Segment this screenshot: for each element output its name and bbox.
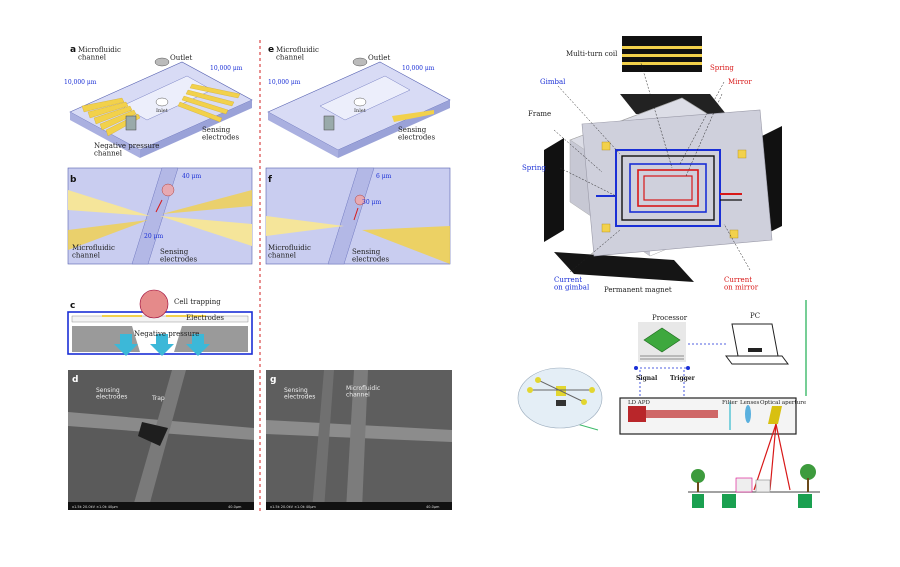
panel-b-dim-2: 20 μm [144,233,163,240]
panel-g-footer-right: 40.0μm [426,505,440,509]
scanning-mirror [768,406,782,424]
lidar-system-svg: Processor PC Signal Trigger LD APD Filte… [517,279,820,508]
mems-mirror-svg: Multi-turn coil Gimbal Spring Mirror Fra… [522,36,782,294]
permanent-magnet-label: Permanent magnet [604,286,672,294]
pc-label: PC [750,312,760,320]
filter-label: Filter [722,400,738,406]
panel-a-dim-left: 10,000 μm [64,79,97,86]
processor-chip [638,322,686,362]
multi-turn-coil-label: Multi-turn coil [566,50,618,58]
panel-c-electrodes-label: Electrodes [186,314,224,322]
gimbal-label: Gimbal [540,78,566,86]
magnet-bottom [554,252,694,282]
lens-element [745,405,751,423]
lidar-system-figure: Processor PC Signal Trigger LD APD Filte… [508,279,838,515]
panel-e-outlet-label: Outlet [368,54,390,62]
panel-c-negative-pressure-label: Negative pressure [134,330,199,338]
gimbal-coil [615,149,721,227]
ld-apd-label: LD APD [628,400,650,406]
panel-g-footer-left: x1.5k 20.0kV ×1.0k 40μm [270,505,316,509]
panel-d-trap-label: Trap [151,395,165,402]
panel-c-letter: c [70,301,75,311]
panel-d-footer-left: x1.5k 20.0kV ×1.0k 40μm [72,505,118,509]
panel-c-cell-trapping-label: Cell trapping [174,298,221,306]
panel-f-dim-1: 6 μm [376,173,392,180]
panel-e-dim-left: 10,000 μm [268,79,301,86]
mirror-plate [581,109,773,257]
panel-e-dim-top: 10,000 μm [402,65,435,72]
panel-f-letter: f [268,175,272,185]
panel-f-dim-2: 30 μm [362,199,381,206]
panel-g-letter: g [270,375,276,385]
panel-a-dim-top: 10,000 μm [210,65,243,72]
mems-mirror-figure: Multi-turn coil Gimbal Spring Mirror Fra… [510,30,800,305]
drone-inset [517,367,603,429]
mirror-label: Mirror [728,78,752,86]
processor-label: Processor [652,314,688,322]
spring-left-label: Spring [522,164,546,172]
panel-e-letter: e [268,45,274,55]
mirror-coil [637,169,699,207]
spring-right-label: Spring [710,64,734,72]
panel-e-inlet-label: Inlet [354,108,366,114]
laser-beam [646,410,718,418]
frame-label: Frame [528,110,551,118]
optical-aperture-label: Optical aperture [760,400,806,406]
panel-b-letter: b [70,175,77,185]
panel-d-letter: d [72,375,78,385]
scan-beams [753,423,791,491]
pc-laptop-icon [725,323,789,365]
magnet-left [544,138,564,242]
panel-d-footer-right: 40.0μm [228,505,242,509]
trigger-label: Trigger [670,375,696,382]
panel-c: c Cell trapping Electrodes Negative pres… [67,289,253,356]
laser-diode [628,406,646,422]
panel-a-inlet-label: Inlet [156,108,168,114]
signal-label: Signal [636,375,658,382]
lenses-label: Lenses [740,400,760,406]
panel-a-letter: a [70,45,76,55]
panel-b-dim-1: 40 μm [182,173,201,180]
mems-connector-line [778,281,807,396]
ground-scene [688,464,820,508]
panel-a-outlet-label: Outlet [170,54,192,62]
